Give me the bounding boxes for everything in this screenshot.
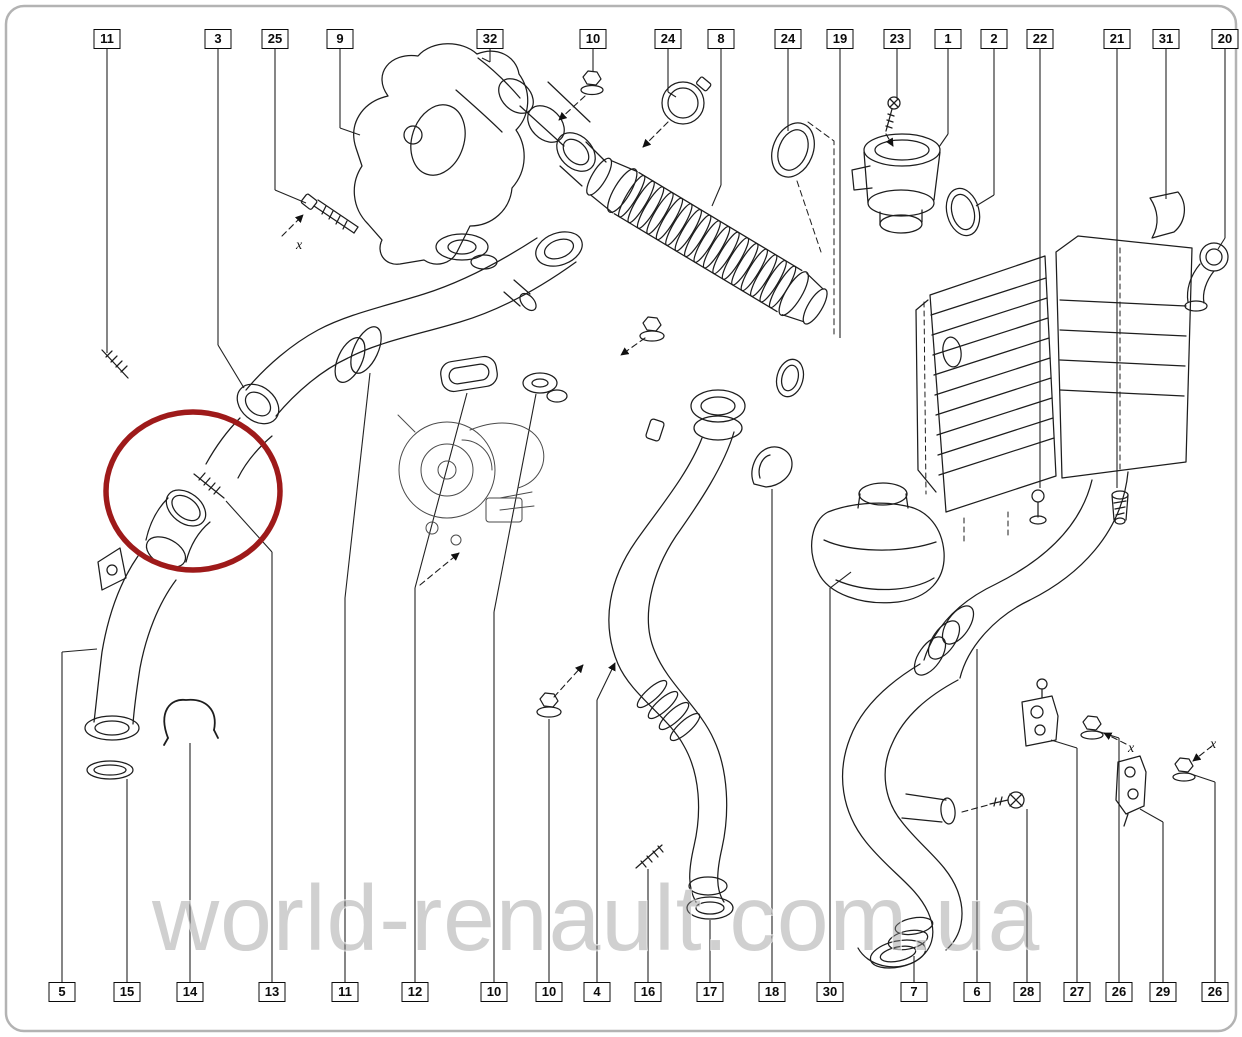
watermark: world-renault.com.ua bbox=[151, 866, 1040, 970]
callout-bottom-28: 28 bbox=[1013, 982, 1041, 1002]
callout-top-19: 19 bbox=[826, 29, 854, 49]
part-gasket-12 bbox=[440, 355, 498, 393]
part-gasket-18 bbox=[751, 446, 793, 488]
x-mark: x bbox=[295, 238, 303, 253]
part-bracket-27 bbox=[1021, 678, 1059, 747]
part-mount-31 bbox=[1149, 191, 1185, 239]
callout-top-20: 20 bbox=[1211, 29, 1239, 49]
part-nut-10-top bbox=[580, 70, 604, 96]
callout-bottom-18: 18 bbox=[758, 982, 786, 1002]
callout-bottom-6: 6 bbox=[963, 982, 991, 1002]
callout-top-25: 25 bbox=[261, 29, 289, 49]
callout-top-11: 11 bbox=[93, 29, 121, 49]
part-nut-26-right bbox=[1172, 757, 1196, 782]
callout-bottom-10: 10 bbox=[480, 982, 508, 1002]
part-nut-10-bottom bbox=[536, 692, 562, 718]
part-oring-2 bbox=[945, 187, 981, 237]
part-stud-22 bbox=[1029, 489, 1047, 525]
callout-bottom-27: 27 bbox=[1063, 982, 1091, 1002]
part-cap-20 bbox=[1184, 242, 1229, 312]
callout-bottom-30: 30 bbox=[816, 982, 844, 1002]
part-washer-10 bbox=[522, 372, 568, 403]
callout-top-9: 9 bbox=[326, 29, 354, 49]
callout-top-1: 1 bbox=[934, 29, 962, 49]
callout-bottom-26: 26 bbox=[1105, 982, 1133, 1002]
part-pin-11 bbox=[101, 349, 129, 379]
callout-top-8: 8 bbox=[707, 29, 735, 49]
part-seal-ring bbox=[775, 358, 805, 398]
callout-top-2: 2 bbox=[980, 29, 1008, 49]
callout-bottom-17: 17 bbox=[696, 982, 724, 1002]
part-resonator bbox=[811, 482, 945, 604]
part-bracket-29 bbox=[1115, 755, 1147, 827]
callout-bottom-15: 15 bbox=[113, 982, 141, 1002]
highlight-circle bbox=[103, 409, 283, 573]
x-mark: x bbox=[1209, 737, 1217, 752]
part-air-intake-duct bbox=[353, 43, 529, 270]
page-border bbox=[4, 4, 1238, 1033]
assembly-arrows bbox=[281, 95, 1213, 813]
part-clamp-24-left bbox=[661, 76, 712, 125]
callout-bottom-4: 4 bbox=[583, 982, 611, 1002]
callout-top-10: 10 bbox=[579, 29, 607, 49]
part-nut-hose4 bbox=[639, 316, 665, 342]
leader-lines bbox=[61, 48, 1226, 982]
callout-bottom-26b: 26 bbox=[1201, 982, 1229, 1002]
part-hose-6 bbox=[913, 471, 1129, 679]
callout-top-3: 3 bbox=[204, 29, 232, 49]
x-mark: x bbox=[1127, 741, 1135, 756]
part-hose-4 bbox=[608, 389, 746, 920]
part-maf-sensor bbox=[851, 133, 941, 234]
part-nut-26-left bbox=[1080, 715, 1104, 740]
part-turbo bbox=[397, 414, 545, 546]
callout-top-21: 21 bbox=[1103, 29, 1131, 49]
callout-bottom-5: 5 bbox=[48, 982, 76, 1002]
callout-bottom-10b: 10 bbox=[535, 982, 563, 1002]
part-pipe-5 bbox=[84, 547, 177, 780]
guide-lines-19 bbox=[796, 121, 835, 335]
callout-bottom-16: 16 bbox=[634, 982, 662, 1002]
callout-top-22: 22 bbox=[1026, 29, 1054, 49]
callout-top-23: 23 bbox=[883, 29, 911, 49]
part-pin-13 bbox=[193, 472, 225, 499]
callout-bottom-7: 7 bbox=[900, 982, 928, 1002]
callout-bottom-12: 12 bbox=[401, 982, 429, 1002]
callout-top-24b: 24 bbox=[774, 29, 802, 49]
part-air-filter-housing bbox=[915, 235, 1193, 543]
callout-top-31: 31 bbox=[1152, 29, 1180, 49]
part-hose-7 bbox=[841, 663, 963, 969]
part-screw-23 bbox=[885, 96, 901, 132]
callout-bottom-11: 11 bbox=[331, 982, 359, 1002]
part-flex-duct bbox=[586, 157, 828, 325]
part-pin-16 bbox=[635, 844, 664, 869]
part-bolt-28 bbox=[989, 791, 1025, 809]
part-hose-3 bbox=[205, 231, 583, 479]
part-clip-14 bbox=[163, 698, 219, 746]
callout-bottom-29: 29 bbox=[1149, 982, 1177, 1002]
part-bolt-25 bbox=[300, 193, 359, 234]
callout-bottom-13: 13 bbox=[258, 982, 286, 1002]
callout-top-24: 24 bbox=[654, 29, 682, 49]
part-clamp-24-right bbox=[771, 122, 815, 178]
callout-top-32: 32 bbox=[476, 29, 504, 49]
part-intake-elbow bbox=[498, 78, 607, 187]
callout-bottom-14: 14 bbox=[176, 982, 204, 1002]
